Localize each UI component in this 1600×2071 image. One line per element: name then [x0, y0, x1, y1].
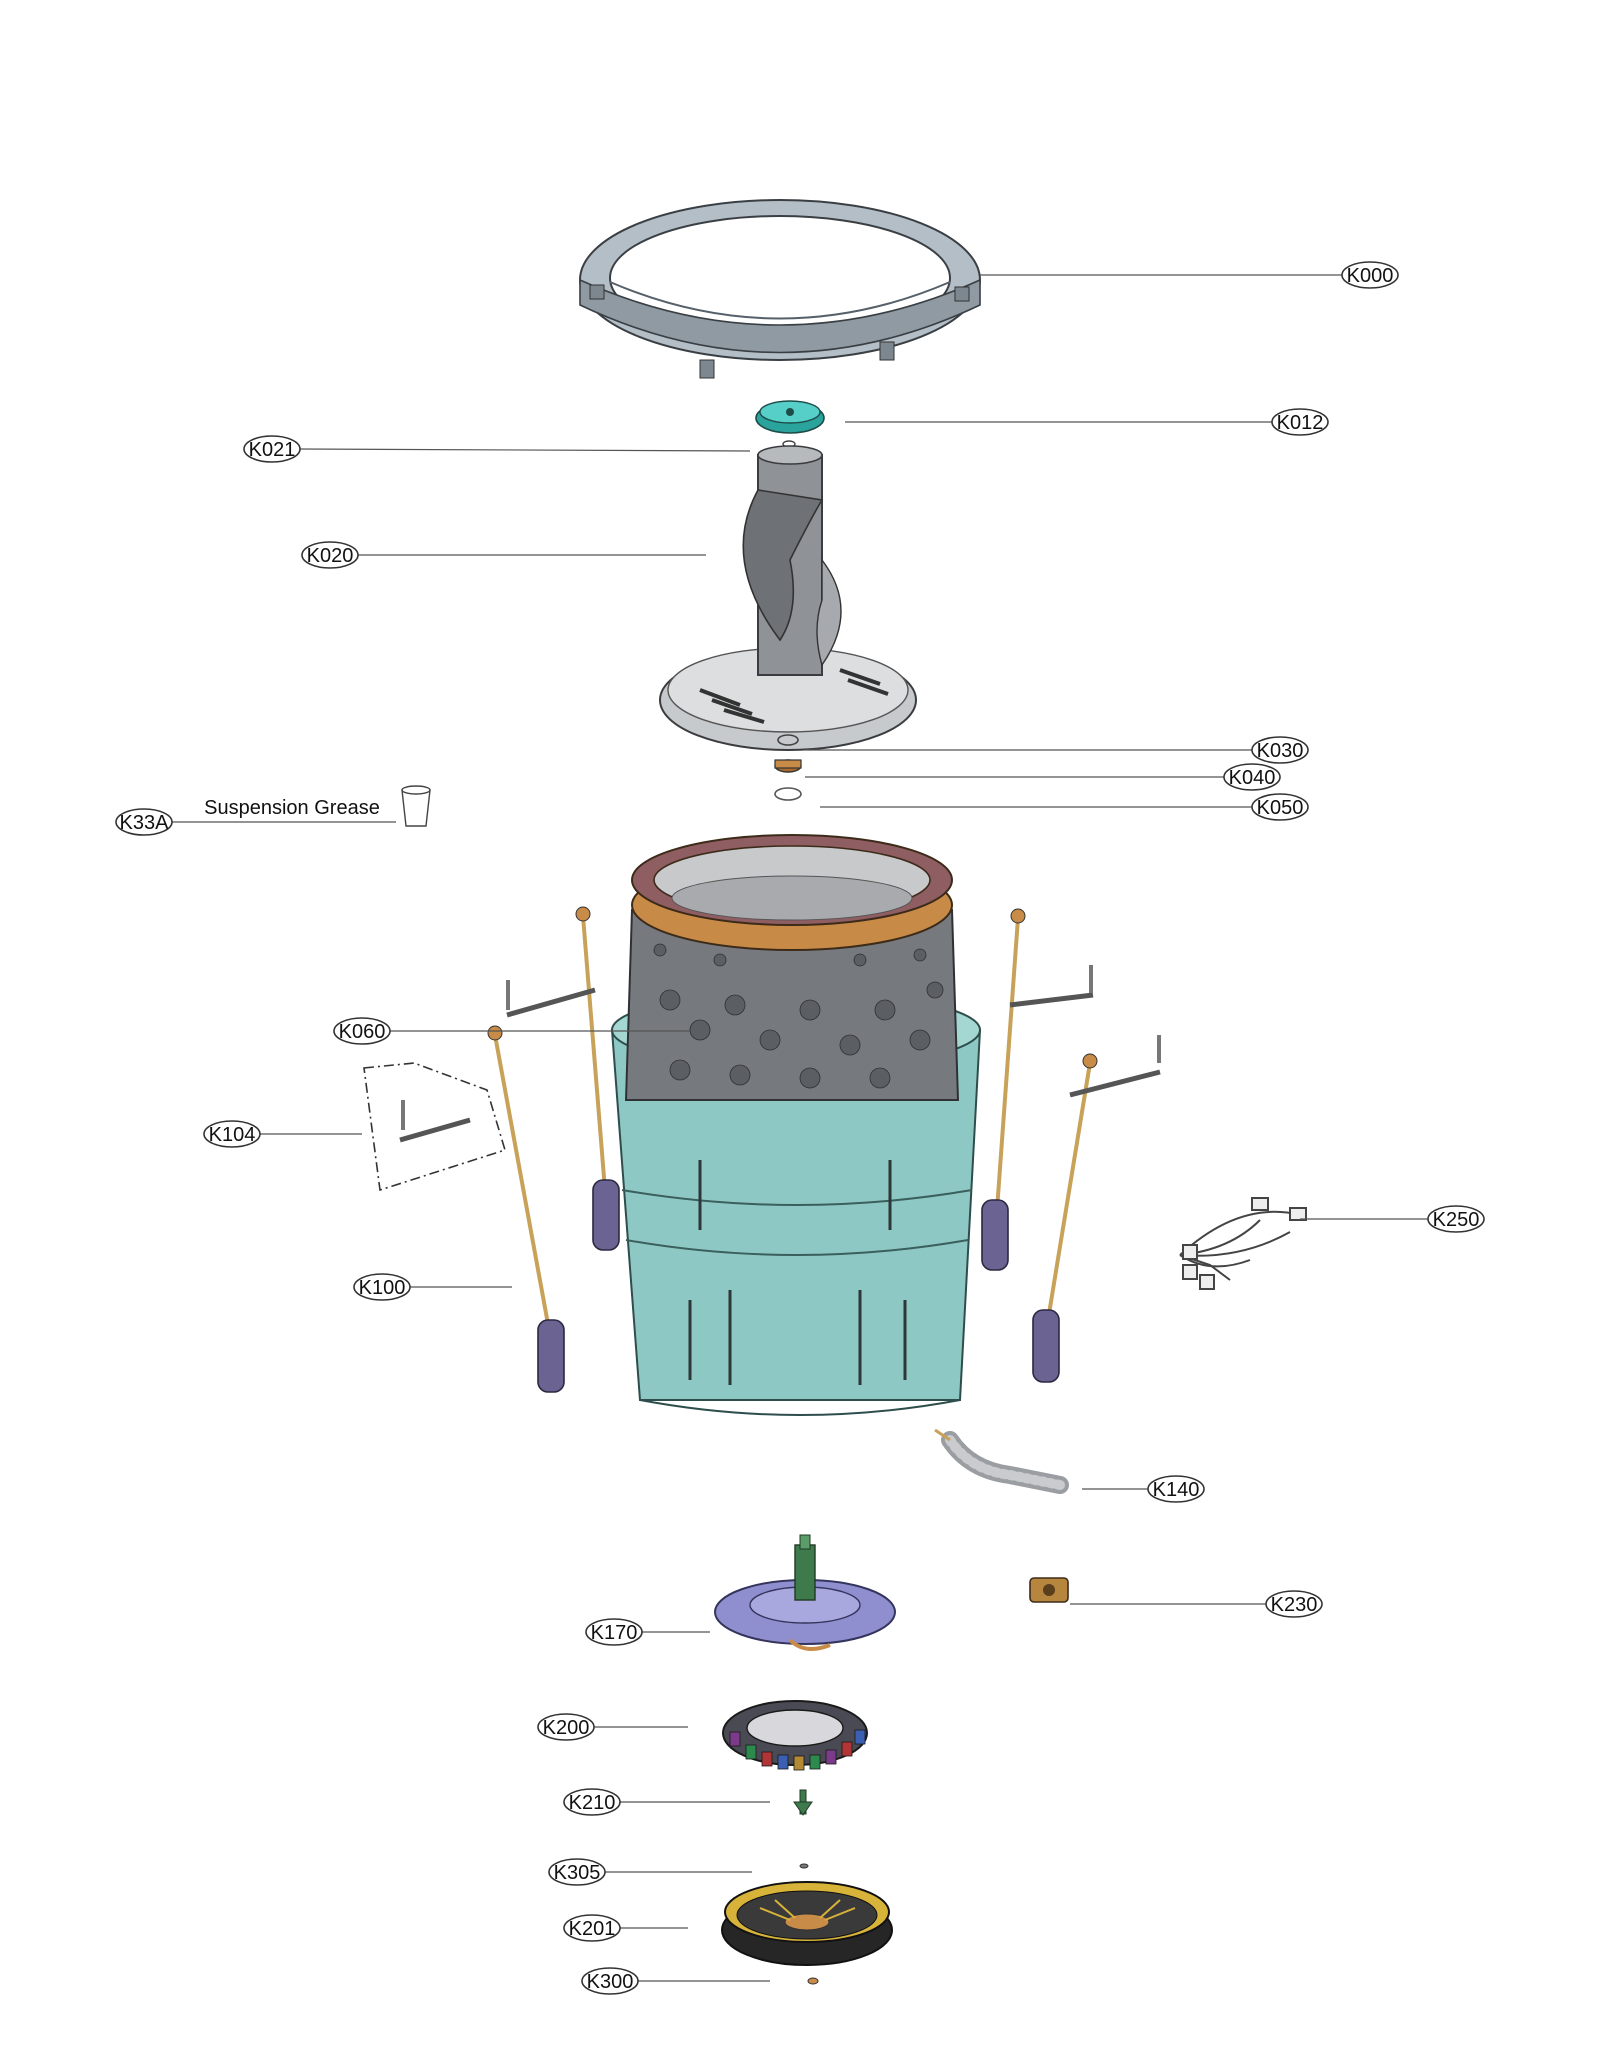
suspension-rods-right-illustration — [981, 908, 1161, 1383]
callout-k060: K060 — [333, 1017, 690, 1045]
label-k104: K104 — [209, 1124, 256, 1146]
callout-k050: K050 — [820, 793, 1309, 821]
suspension-grease-label: Suspension Grease — [204, 797, 380, 819]
label-k021: K021 — [249, 439, 296, 461]
callout-k210: K210 — [563, 1788, 770, 1816]
callout-k020: K020 — [301, 541, 706, 569]
label-k210: K210 — [569, 1792, 616, 1814]
callout-k170: K170 — [585, 1618, 710, 1646]
rotor-washer-illustration — [799, 1863, 809, 1869]
label-k040: K040 — [1229, 767, 1276, 789]
agitator-cap-illustration — [755, 400, 825, 434]
label-k140: K140 — [1153, 1479, 1200, 1501]
callout-k030: K030 — [805, 736, 1309, 764]
drain-hose-illustration — [934, 1428, 1069, 1494]
callout-k250: K250 — [1300, 1205, 1485, 1233]
callout-k33a: K33A Suspension Grease — [115, 797, 396, 836]
callout-k300: K300 — [581, 1967, 770, 1995]
callout-k200: K200 — [537, 1713, 688, 1741]
stator-illustration — [722, 1700, 868, 1771]
washer-illustration — [777, 734, 799, 746]
callout-k104: K104 — [203, 1120, 362, 1148]
label-k170: K170 — [591, 1622, 638, 1644]
callout-k305: K305 — [548, 1858, 752, 1886]
label-k250: K250 — [1433, 1209, 1480, 1231]
label-k200: K200 — [543, 1717, 590, 1739]
rotor-illustration — [721, 1881, 893, 1966]
suspension-rods-left-illustration — [487, 906, 620, 1393]
label-k030: K030 — [1257, 740, 1304, 762]
label-k012: K012 — [1277, 412, 1324, 434]
rotor-nut-illustration — [807, 1977, 819, 1985]
gasket-illustration — [774, 787, 802, 801]
label-k100: K100 — [359, 1277, 406, 1299]
motor-bracket-illustration — [714, 1534, 896, 1651]
label-k33a: K33A — [120, 812, 170, 834]
hanger-bracket-illustration — [363, 1062, 506, 1192]
rotor-bolt-illustration — [793, 1789, 813, 1816]
label-k020: K020 — [307, 545, 354, 567]
label-k060: K060 — [339, 1021, 386, 1043]
wash-basket-illustration — [624, 834, 960, 1101]
callout-k230: K230 — [1070, 1590, 1323, 1618]
hub-nut-illustration — [774, 759, 802, 773]
label-k201: K201 — [569, 1918, 616, 1940]
callout-k012: K012 — [845, 408, 1329, 436]
label-k305: K305 — [554, 1862, 601, 1884]
label-k300: K300 — [587, 1971, 634, 1993]
callout-k100: K100 — [353, 1273, 512, 1301]
callout-k021: K021 — [243, 435, 751, 463]
label-k050: K050 — [1257, 797, 1304, 819]
callout-k000: K000 — [980, 261, 1399, 289]
callout-k040: K040 — [805, 763, 1281, 791]
label-k000: K000 — [1347, 265, 1394, 287]
callout-k201: K201 — [563, 1914, 688, 1942]
callout-k140: K140 — [1082, 1475, 1205, 1503]
drain-pump-illustration — [1029, 1577, 1069, 1603]
wire-harness-illustration — [1179, 1197, 1307, 1290]
pulsator-agitator-illustration — [659, 445, 917, 751]
label-k230: K230 — [1271, 1594, 1318, 1616]
grease-cup-illustration — [401, 785, 431, 827]
tub-cover-ring-illustration — [579, 199, 981, 379]
